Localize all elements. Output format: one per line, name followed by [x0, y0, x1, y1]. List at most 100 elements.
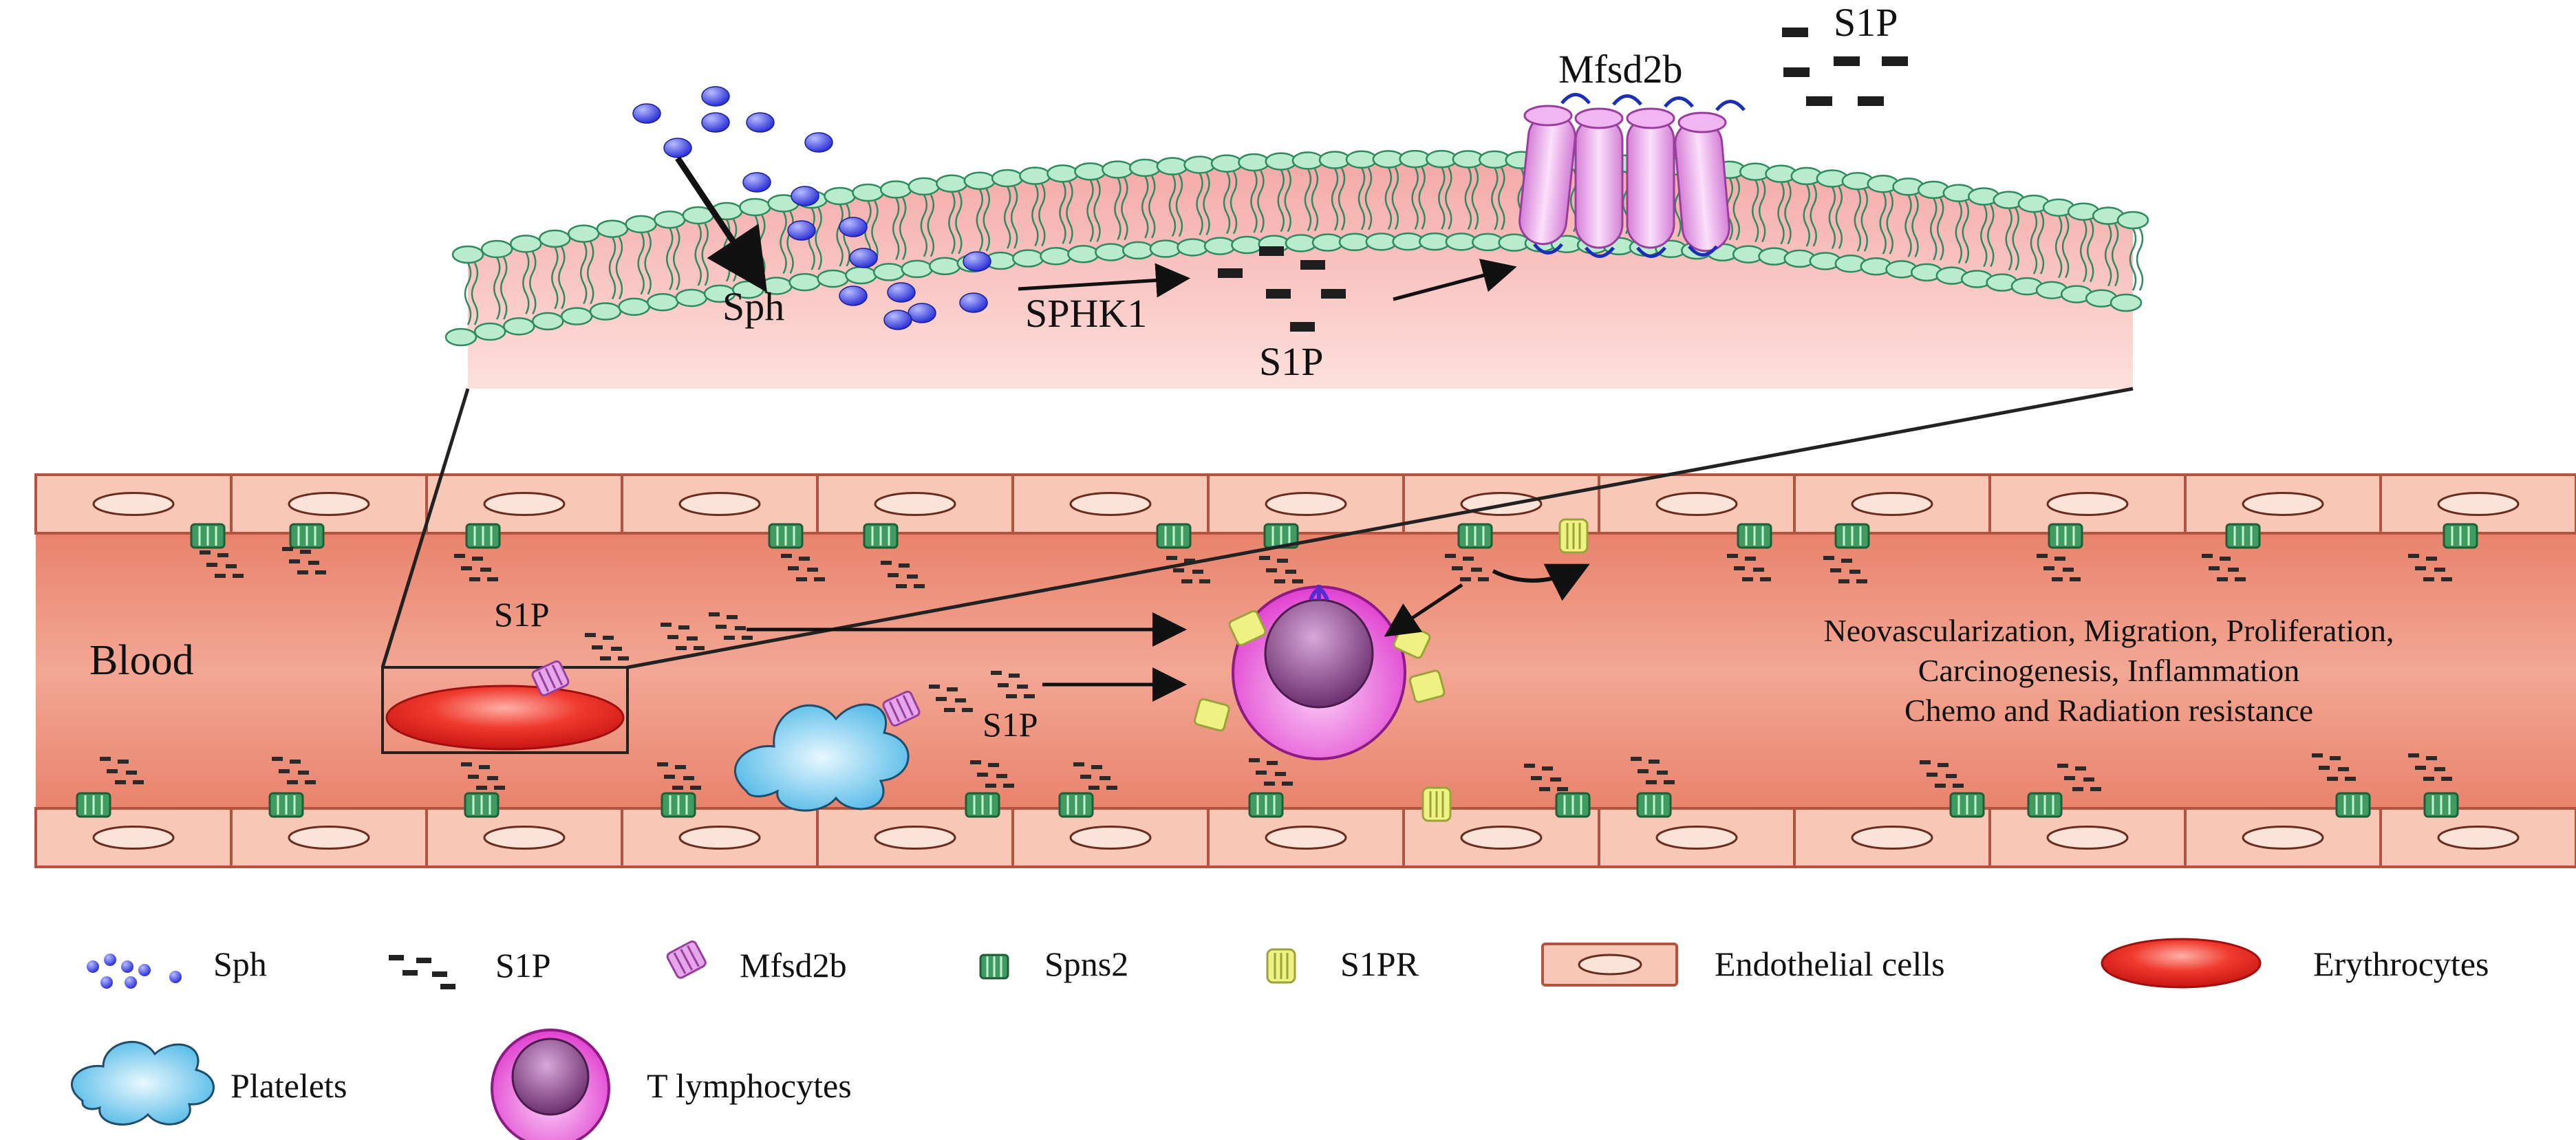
s1p-molecule — [1834, 56, 1860, 66]
s1p-molecule — [1745, 557, 1756, 561]
legend-label-endothelial: Endothelial cells — [1715, 945, 1945, 983]
endothelial-cell-icon — [1541, 943, 1678, 987]
s1p-molecule — [1199, 579, 1210, 583]
s1p-molecule — [2330, 756, 2341, 760]
s1p-molecule — [469, 577, 480, 581]
endothelial-nucleus — [1265, 492, 1347, 516]
lipid-tail — [1196, 172, 1210, 236]
s1p-to-s1pr-curved-arrow — [1492, 563, 1590, 601]
s1pr-receptor-bottom — [1421, 786, 1452, 822]
legend-label-t-lymphocytes: T lymphocytes — [647, 1066, 852, 1105]
s1p-molecule — [298, 771, 309, 775]
lipid-head-inner — [1040, 247, 1072, 266]
s1p-molecule — [936, 697, 947, 701]
s1p-molecule — [1938, 763, 1949, 767]
s1p-molecule — [1841, 559, 1852, 563]
s1p-molecule — [899, 563, 910, 568]
endothelial-nucleus — [1069, 826, 1152, 850]
s1p-molecule — [716, 625, 727, 629]
s1p-molecule — [2209, 566, 2220, 570]
legend-label-erythrocytes: Erythrocytes — [2313, 945, 2489, 983]
s1p-molecule — [494, 786, 505, 790]
sph-molecules — [632, 86, 991, 330]
s1p-molecule — [1471, 568, 1482, 572]
lipid-head-outer — [480, 239, 513, 259]
s1pr-receptor-top — [1558, 518, 1589, 554]
s1p-molecule — [687, 636, 698, 641]
lipid-bilayer — [444, 149, 2149, 347]
s1p-molecule — [1649, 760, 1660, 764]
platelet — [733, 703, 910, 812]
lipid-head-outer — [539, 229, 571, 248]
lipid-head-outer — [1102, 160, 1134, 179]
lipid-head-inner — [1311, 233, 1344, 252]
outcome-line-2: Carcinogenesis, Inflammation — [1918, 653, 2299, 688]
s1p-molecule — [100, 757, 111, 761]
lipid-tail — [551, 246, 566, 310]
lipid-head-inner — [1121, 241, 1155, 260]
endothelial-nucleus — [483, 492, 566, 516]
lipid-head-inner — [1365, 233, 1398, 251]
s1p-molecule — [1192, 570, 1203, 574]
sph-label: Sph — [722, 284, 784, 329]
s1p-molecule — [661, 623, 672, 627]
s1p-molecule — [672, 786, 683, 790]
sphk1-arrow — [1018, 263, 1190, 298]
lipid-head-outer — [1183, 155, 1216, 174]
lipid-tail — [1879, 191, 1893, 255]
legend-label-mfsd2b: Mfsd2b — [740, 946, 847, 985]
lipid-tail — [1854, 189, 1869, 252]
s1p-molecule — [215, 574, 226, 578]
s1p-molecule — [694, 646, 705, 650]
s1p-molecule — [585, 633, 596, 637]
lipid-head-inner — [560, 307, 593, 325]
s1p-molecule — [1858, 96, 1884, 106]
lipid-tail — [1955, 200, 1970, 264]
s1p-molecule — [709, 612, 720, 616]
lipid-head-outer — [1210, 154, 1243, 173]
lipid-head-inner — [872, 263, 905, 281]
s1p-molecule — [1006, 694, 1017, 698]
lipid-tail — [1114, 177, 1128, 241]
s1p-molecule — [2312, 753, 2323, 757]
lipid-tail — [1828, 186, 1843, 250]
lipid-head-inner — [503, 317, 535, 336]
lipid-head-inner — [1149, 239, 1182, 258]
s1p-molecule — [2220, 557, 2231, 561]
s1p-molecule — [1460, 577, 1471, 581]
s1p-molecule — [2037, 554, 2048, 558]
lipid-tail — [1250, 170, 1265, 233]
lipid-head-outer — [596, 219, 629, 238]
sph-entry-arrow — [675, 156, 767, 292]
s1p-molecule — [2202, 554, 2213, 558]
s1p-molecule — [1542, 766, 1553, 771]
lipid-tail — [1223, 171, 1238, 235]
s1p-molecule — [305, 780, 316, 784]
endothelial-nucleus — [1460, 826, 1543, 850]
lipid-head-outer — [567, 224, 600, 243]
sph-molecule — [791, 186, 819, 206]
sph-dots-icon — [87, 954, 182, 989]
s1p-molecule — [1091, 765, 1102, 769]
lipid-tail — [1357, 167, 1373, 230]
lipid-head-outer — [625, 215, 657, 234]
lipid-head-outer — [963, 171, 996, 191]
s1p-molecule — [308, 561, 319, 565]
endothelial-nucleus — [678, 492, 761, 516]
legend-label-spns2: Spns2 — [1044, 945, 1128, 983]
legend-label-sph: Sph — [213, 945, 267, 983]
lipid-head-inner — [788, 272, 821, 292]
lipid-head-inner — [1067, 244, 1099, 264]
lipid-head-outer — [908, 177, 941, 196]
endothelial-nucleus — [874, 492, 956, 516]
s1p-molecule — [1445, 554, 1456, 558]
lipid-head-outer — [510, 235, 542, 253]
s1p-molecule — [300, 550, 311, 554]
lipid-head-inner — [845, 266, 877, 285]
s1p-molecule — [282, 547, 293, 551]
s1p-molecule — [2064, 776, 2075, 780]
lipid-head-inner — [589, 302, 622, 321]
s1p-molecule — [206, 563, 217, 567]
lipid-tail — [836, 204, 850, 267]
s1p-molecule — [955, 698, 966, 702]
